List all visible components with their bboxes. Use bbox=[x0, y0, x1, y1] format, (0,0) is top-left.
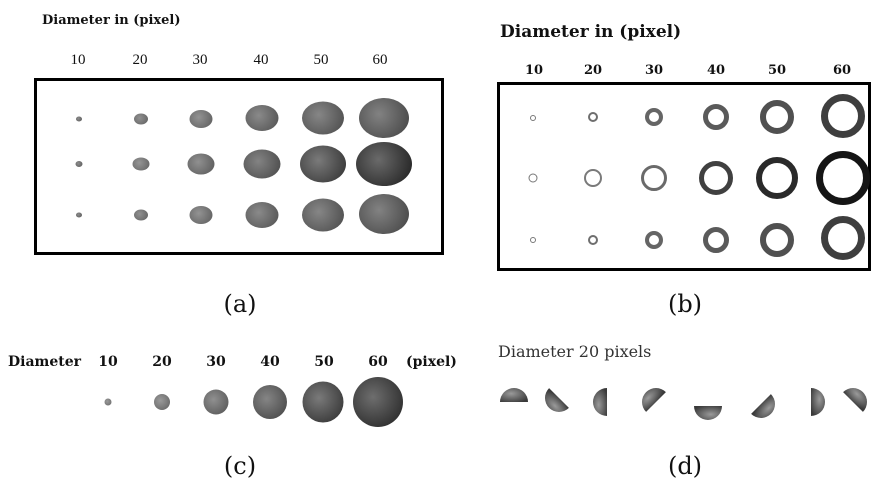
blob-a-r3-20 bbox=[134, 209, 148, 221]
ring-b-r3-30 bbox=[645, 231, 663, 249]
ring-b-r1-30 bbox=[645, 108, 663, 126]
panel-c-label-10: 10 bbox=[98, 354, 118, 370]
ring-b-r3-20 bbox=[588, 235, 598, 245]
ring-b-r2-50 bbox=[756, 157, 798, 199]
panel-a-frame bbox=[34, 78, 444, 255]
blob-c-40 bbox=[253, 385, 287, 419]
panel-c-label-40: 40 bbox=[260, 354, 280, 370]
panel-c-label-30: 30 bbox=[206, 354, 226, 370]
panel-c-label-50: 50 bbox=[314, 354, 334, 370]
ring-b-r1-20 bbox=[588, 112, 598, 122]
blob-a-r2-20 bbox=[132, 157, 150, 171]
ring-b-r3-40 bbox=[703, 227, 729, 253]
panel-a-label-20: 20 bbox=[132, 52, 148, 68]
blob-a-r1-10 bbox=[76, 116, 82, 122]
ring-b-r2-10 bbox=[528, 173, 538, 183]
blob-c-20 bbox=[154, 394, 170, 410]
panel-b-frame bbox=[497, 82, 871, 271]
half-disc-6 bbox=[751, 394, 775, 418]
panel-a-title: Diameter in (pixel) bbox=[42, 13, 181, 28]
ring-b-r2-30 bbox=[641, 165, 667, 191]
panel-b-label-30: 30 bbox=[644, 63, 664, 78]
panel-a-label-50: 50 bbox=[313, 52, 329, 68]
blob-c-60 bbox=[353, 377, 403, 427]
half-disc-4 bbox=[642, 388, 666, 412]
panel-b-label-60: 60 bbox=[832, 63, 852, 78]
blob-a-r3-40 bbox=[245, 202, 279, 228]
ring-b-r2-20 bbox=[584, 169, 602, 187]
half-disc-1 bbox=[500, 388, 528, 402]
blob-a-r1-40 bbox=[245, 105, 279, 131]
blob-a-r2-50 bbox=[300, 145, 346, 183]
blob-c-50 bbox=[302, 381, 344, 423]
half-disc-5 bbox=[694, 406, 722, 420]
ring-b-r1-60 bbox=[821, 94, 865, 138]
panel-c-label-60: 60 bbox=[368, 354, 388, 370]
blob-c-10 bbox=[104, 398, 112, 406]
panel-c-heading: Diameter bbox=[8, 354, 82, 370]
panel-b-title: Diameter in (pixel) bbox=[500, 22, 682, 42]
blob-a-r2-40 bbox=[243, 149, 281, 179]
blob-a-r1-60 bbox=[359, 98, 409, 138]
panel-b-label-50: 50 bbox=[767, 63, 787, 78]
blob-a-r1-20 bbox=[134, 113, 148, 125]
blob-a-r1-50 bbox=[302, 101, 344, 135]
blob-a-r2-60 bbox=[356, 142, 412, 186]
blob-a-r3-10 bbox=[76, 212, 82, 218]
panel-d-caption: (d) bbox=[667, 452, 703, 480]
ring-b-r2-60 bbox=[816, 151, 870, 205]
panel-b-label-40: 40 bbox=[706, 63, 726, 78]
ring-b-r3-50 bbox=[760, 223, 794, 257]
ring-b-r3-60 bbox=[821, 216, 865, 260]
panel-c-unit: (pixel) bbox=[406, 354, 457, 370]
panel-b-label-20: 20 bbox=[583, 63, 603, 78]
panel-a-label-10: 10 bbox=[70, 52, 86, 68]
blob-a-r3-60 bbox=[359, 194, 409, 234]
half-disc-2 bbox=[545, 388, 569, 412]
blob-a-r1-30 bbox=[189, 110, 213, 128]
ring-b-r3-10 bbox=[530, 237, 536, 243]
half-disc-3 bbox=[593, 388, 607, 416]
panel-c-label-20: 20 bbox=[152, 354, 172, 370]
panel-a-label-30: 30 bbox=[192, 52, 208, 68]
panel-a-label-60: 60 bbox=[372, 52, 388, 68]
panel-a-label-40: 40 bbox=[253, 52, 269, 68]
ring-b-r1-40 bbox=[703, 104, 729, 130]
panel-c-caption: (c) bbox=[223, 452, 257, 480]
ring-b-r2-40 bbox=[699, 161, 733, 195]
half-disc-7 bbox=[811, 388, 825, 416]
blob-a-r2-30 bbox=[187, 153, 215, 175]
blob-a-r3-50 bbox=[302, 198, 344, 232]
ring-b-r1-50 bbox=[760, 100, 794, 134]
blob-a-r2-10 bbox=[75, 161, 83, 167]
ring-b-r1-10 bbox=[530, 115, 536, 121]
panel-d-title: Diameter 20 pixels bbox=[498, 342, 652, 361]
half-disc-row bbox=[500, 388, 867, 420]
panel-b-caption: (b) bbox=[667, 290, 703, 318]
panel-a-caption: (a) bbox=[223, 290, 257, 318]
blob-a-r3-30 bbox=[189, 206, 213, 224]
panel-b-label-10: 10 bbox=[524, 63, 544, 78]
blob-c-30 bbox=[203, 389, 229, 415]
half-disc-8 bbox=[843, 388, 867, 412]
